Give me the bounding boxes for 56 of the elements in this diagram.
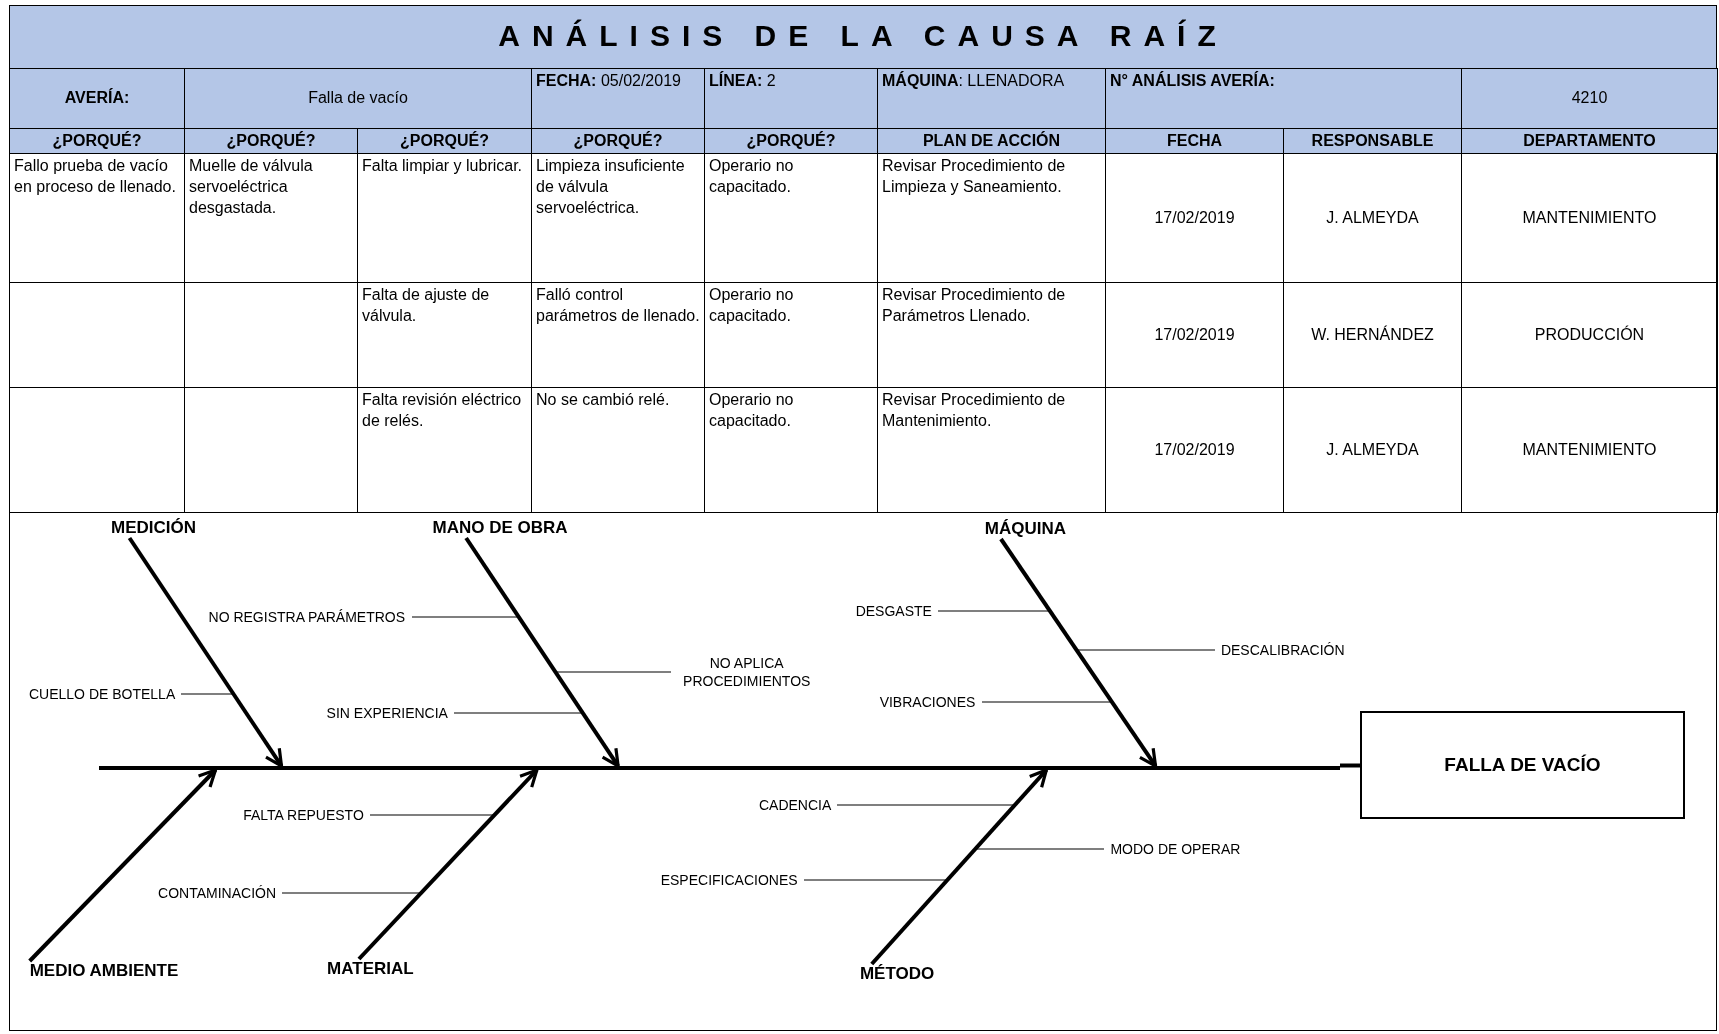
cause-label: MODO DE OPERAR — [1110, 839, 1241, 858]
cause-label: CADENCIA — [758, 795, 832, 814]
column-header: ¿PORQUÉ? — [184, 128, 358, 154]
arrow — [870, 768, 1048, 966]
cause-label: DESCALIBRACIÓN — [1220, 641, 1345, 660]
column-header: FECHA — [1105, 128, 1284, 154]
cause-label: SIN EXPERIENCIA — [326, 703, 448, 722]
department-name: MANTENIMIENTO — [1461, 387, 1718, 513]
spine-connector — [1340, 763, 1360, 768]
line-field: LÍNEA: 2 — [704, 68, 878, 129]
column-header: ¿PORQUÉ? — [531, 128, 705, 154]
cause-label: ESPECIFICACIONES — [660, 871, 798, 890]
cause-label: NO APLICA PROCEDIMIENTOS — [676, 654, 817, 691]
leader-line — [937, 610, 1051, 612]
cause-label: NO REGISTRA PARÁMETROS — [208, 608, 406, 627]
leader-line — [803, 879, 948, 881]
field-value: 4210 — [1461, 68, 1718, 129]
leader-line — [981, 701, 1113, 703]
date-field: FECHA: 05/02/2019 — [531, 68, 705, 129]
column-header: ¿PORQUÉ? — [704, 128, 878, 154]
field-label: N° ANÁLISIS AVERÍA: — [1105, 68, 1462, 129]
arrow — [357, 768, 539, 961]
leader-line — [974, 848, 1105, 850]
column-header: RESPONSABLE — [1283, 128, 1462, 154]
arrow — [28, 768, 218, 963]
leader-line — [453, 712, 584, 714]
column-header: ¿PORQUÉ? — [9, 128, 185, 154]
leader-line — [554, 671, 672, 673]
title: ANÁLISIS DE LA CAUSA RAÍZ — [9, 5, 1717, 69]
category-label: MÁQUINA — [984, 518, 1066, 539]
cause-label: CUELLO DE BOTELLA — [28, 685, 176, 704]
category-label: MEDIO AMBIENTE — [29, 960, 179, 981]
category-label: MÉTODO — [859, 963, 935, 984]
leader-line — [281, 892, 422, 894]
column-header: ¿PORQUÉ? — [357, 128, 532, 154]
field-label: AVERÍA: — [9, 68, 185, 129]
cause-label: VIBRACIONES — [879, 692, 976, 711]
category-label: MATERIAL — [327, 959, 414, 980]
column-header: PLAN DE ACCIÓN — [877, 128, 1106, 154]
cause-label: DESGASTE — [855, 601, 932, 620]
leader-line — [1075, 649, 1216, 651]
field-value: Falla de vacío — [184, 68, 532, 129]
arrow — [464, 536, 620, 768]
category-label: MEDICIÓN — [111, 517, 196, 538]
leader-line — [411, 616, 520, 618]
leader-line — [369, 814, 496, 816]
arrow — [999, 537, 1158, 768]
category-label: MANO DE OBRA — [432, 517, 568, 538]
cause-label: FALTA REPUESTO — [243, 805, 364, 824]
arrow — [127, 536, 284, 768]
problem-box: FALLA DE VACÍO — [1359, 710, 1686, 820]
machine-field: MÁQUINA: LLENADORA — [877, 68, 1106, 129]
leader-line — [836, 804, 1016, 806]
leader-line — [180, 693, 235, 695]
column-header: DEPARTAMENTO — [1461, 128, 1718, 154]
cause-label: CONTAMINACIÓN — [158, 883, 277, 902]
